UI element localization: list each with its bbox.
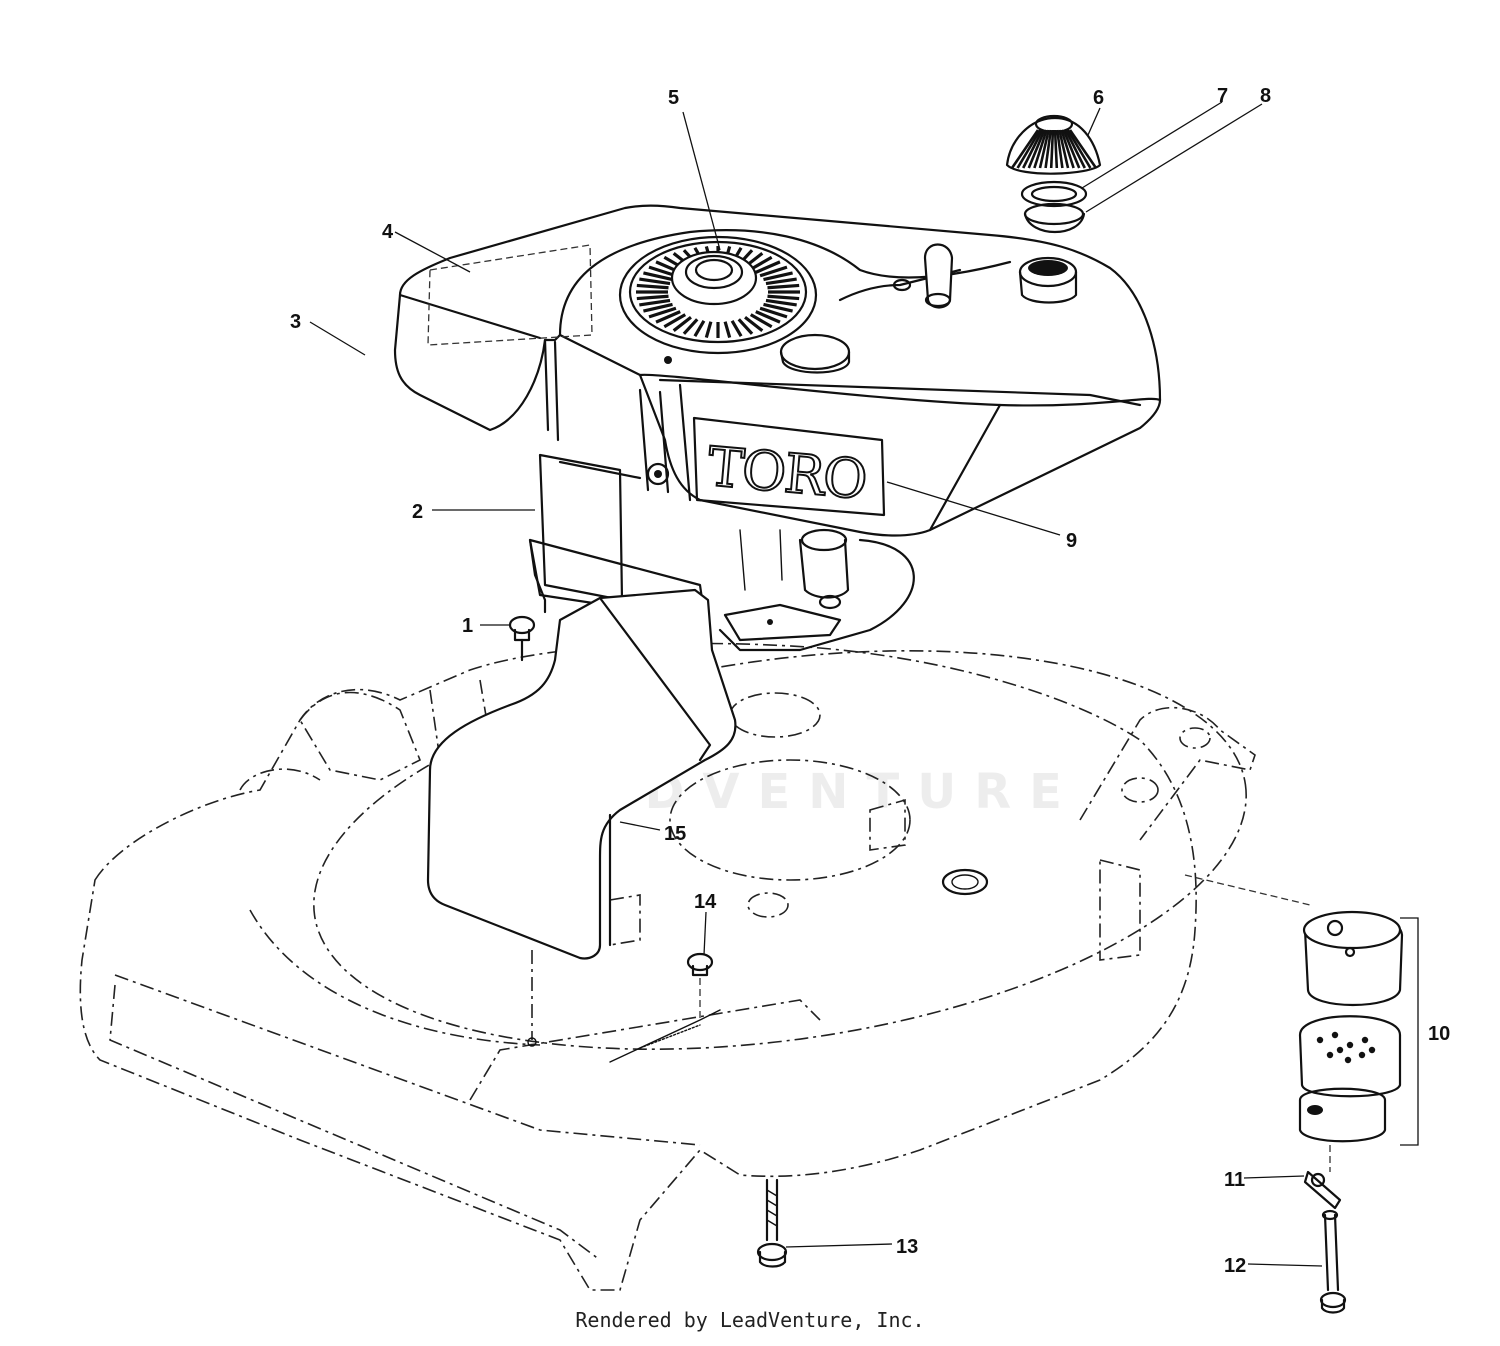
callout-5: 5	[668, 87, 679, 109]
callout-11: 11	[1224, 1169, 1245, 1191]
engine-shroud: TORO	[393, 204, 1162, 537]
starter-fins	[636, 246, 800, 338]
callout-15: 15	[664, 823, 686, 845]
callout-3: 3	[290, 311, 301, 333]
callout-12: 12	[1224, 1255, 1246, 1277]
callout-4: 4	[382, 221, 394, 243]
callout-7: 7	[1217, 85, 1228, 107]
muffler	[1298, 910, 1419, 1146]
callout-1: 1	[462, 615, 473, 637]
hardware	[508, 615, 1347, 1314]
callout-8: 8	[1260, 85, 1271, 107]
callout-13: 13	[896, 1236, 918, 1258]
discharge-chute	[426, 588, 737, 960]
footer-credit: Rendered by LeadVenture, Inc.	[575, 1308, 925, 1332]
callout-6: 6	[1093, 87, 1104, 109]
callout-14: 14	[694, 891, 717, 913]
callout-labels: 1 2 3 4 5 6 7 8 9 10 11 12 13 14 15	[290, 85, 1450, 1277]
callout-10: 10	[1428, 1023, 1450, 1045]
toro-logo: TORO	[705, 435, 870, 512]
fuel-cap-assembly	[1005, 114, 1102, 234]
callout-2: 2	[412, 501, 423, 523]
callout-9: 9	[1066, 530, 1077, 552]
callout-leaders	[309, 101, 1323, 1267]
